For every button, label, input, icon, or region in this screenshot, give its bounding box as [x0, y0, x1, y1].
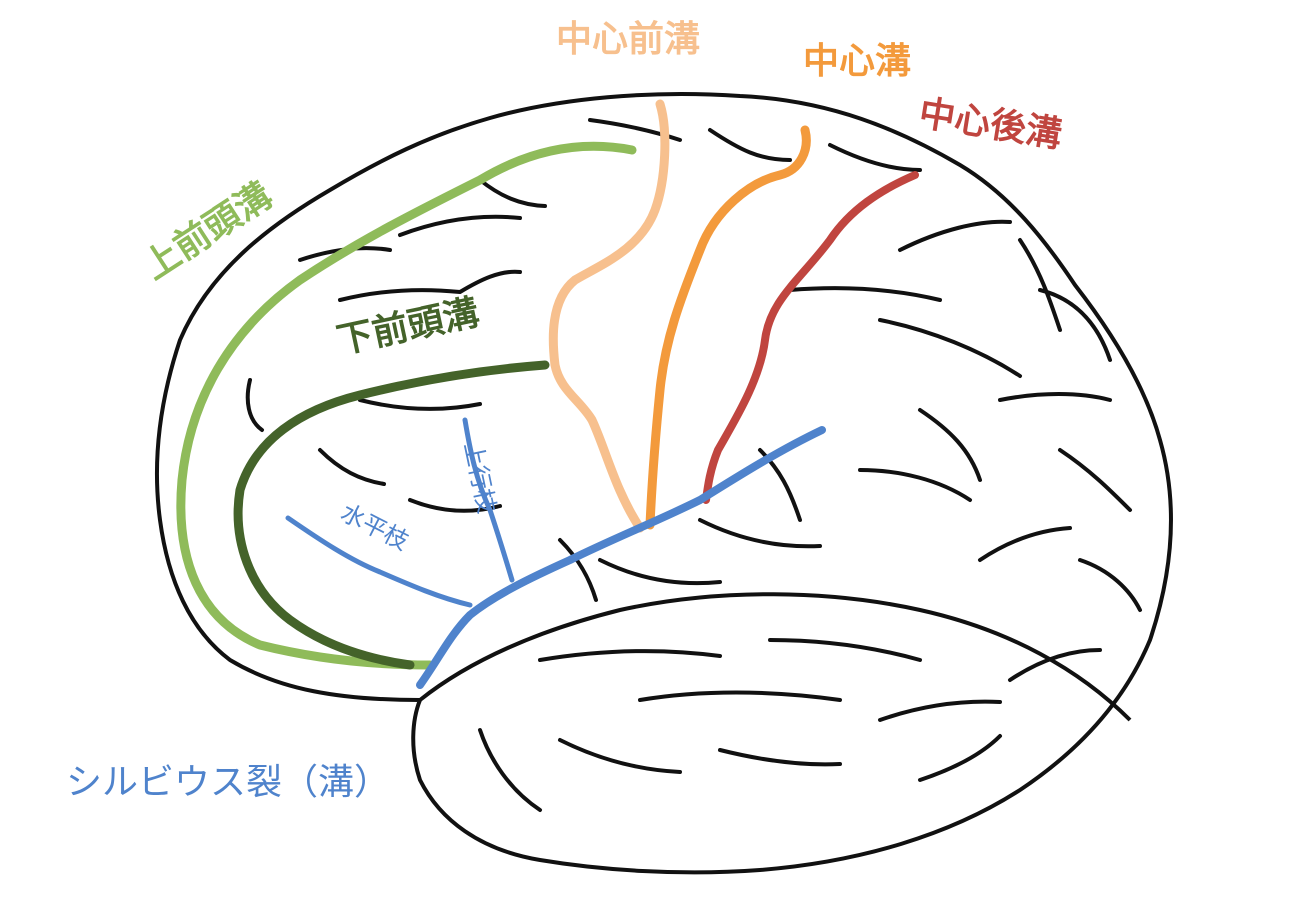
- horizontal-ramus-line: [285, 515, 473, 608]
- central-sulcus-line: [645, 125, 811, 530]
- sylvian-fissure-line: [416, 426, 826, 689]
- inferior-frontal-sulcus-line: [233, 360, 550, 670]
- ascending-ramus-line: [462, 417, 515, 583]
- sylvian-fissure-label: シルビウス裂（溝）: [66, 762, 391, 803]
- superior-frontal-sulcus-line: [176, 141, 637, 670]
- brain-outline: [154, 92, 1173, 875]
- precentral-sulcus-label: 中心前溝: [556, 19, 701, 60]
- precentral-sulcus-line: [548, 99, 670, 533]
- brain-gyri: [245, 118, 1142, 812]
- postcentral-sulcus-line: [702, 171, 919, 504]
- central-sulcus-label: 中心溝: [803, 41, 912, 82]
- temporal-lobe-outline: [418, 592, 1132, 722]
